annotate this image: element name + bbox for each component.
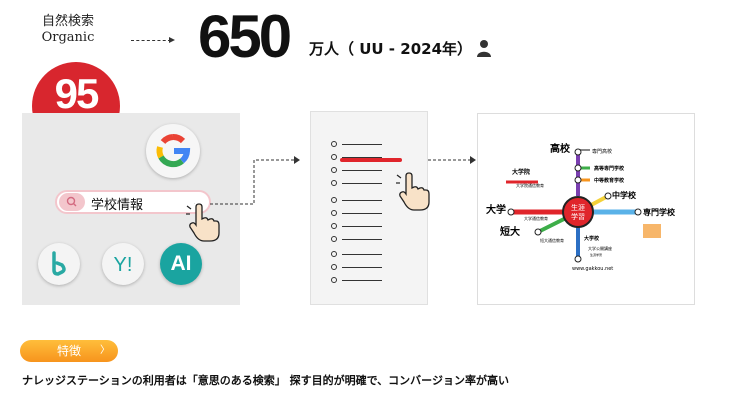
chevron-right-icon: 〉 xyxy=(100,345,110,356)
feature-label: 特徴 xyxy=(56,344,81,358)
ai-icon[interactable]: AI xyxy=(160,243,202,285)
school-route-map: 生涯 学習 高校 専門高校 高等専門学校 中等教育学校 中学校 大学院 大学院通… xyxy=(477,113,695,305)
map-label-daigakuin: 大学院 xyxy=(512,168,530,176)
search-icon xyxy=(59,193,85,211)
dashed-arrow xyxy=(131,37,175,43)
map-label-shougai: 生涯学習 xyxy=(590,252,602,257)
feature-button[interactable]: 特徴 〉 xyxy=(20,340,118,362)
bing-icon[interactable] xyxy=(38,243,80,285)
hand-cursor-icon xyxy=(396,172,430,211)
route-map-graphic: 生涯 学習 高校 専門高校 高等専門学校 中等教育学校 中学校 大学院 大学院通… xyxy=(486,142,676,272)
organic-label-jp: 自然検索 xyxy=(41,14,94,29)
map-label-daigaku-koukai: 大学公開講座 xyxy=(588,245,612,251)
map-label-senmon-gakkou: 専門学校 xyxy=(643,207,676,217)
organic-label-en: Organic xyxy=(41,30,95,45)
highlighted-result xyxy=(340,158,402,162)
dashed-connector xyxy=(210,156,300,205)
map-label-daigaku-sub: 大学通信教育 xyxy=(524,215,548,221)
dashed-connector-2 xyxy=(428,156,476,164)
search-query: 学校情報 xyxy=(91,198,144,213)
map-label-senmon-koukou: 専門高校 xyxy=(592,148,612,155)
map-label-chuugaku: 中学校 xyxy=(612,190,637,200)
map-label-tandai-sub: 短大通信教育 xyxy=(540,237,564,243)
person-icon xyxy=(477,40,491,57)
organic-label: 自然検索 Organic xyxy=(30,14,106,46)
map-label-daigakkou: 大学校 xyxy=(584,235,600,242)
map-label-daigaku: 大学 xyxy=(486,203,506,216)
search-input[interactable]: 学校情報 xyxy=(55,190,211,214)
map-label-url: www.gakkou.net xyxy=(572,266,613,272)
map-center-line1: 生涯 xyxy=(571,203,585,212)
map-label-daigakuin-sub: 大学院通信教育 xyxy=(516,182,544,188)
feature-description: ナレッジステーションの利用者は「意思のある検索」 探す目的が明確で、コンバージョ… xyxy=(22,374,509,387)
map-label-chuutou: 中等教育学校 xyxy=(594,177,625,184)
user-count-unit: 万人（ UU - 2024年） xyxy=(309,40,473,58)
google-icon[interactable] xyxy=(146,124,200,178)
user-count: 650 xyxy=(198,3,292,70)
hand-cursor-icon xyxy=(186,203,220,242)
map-label-koukou: 高校 xyxy=(550,142,571,155)
yahoo-icon[interactable]: Y! xyxy=(102,243,144,285)
percentage-value: 95 xyxy=(54,70,100,117)
map-label-tandai: 短大 xyxy=(500,225,520,238)
yahoo-label: Y! xyxy=(114,254,133,276)
ai-label: AI xyxy=(170,252,192,275)
map-center-line2: 学習 xyxy=(571,212,585,221)
map-label-koutou-senmon: 高等専門学校 xyxy=(594,165,625,172)
